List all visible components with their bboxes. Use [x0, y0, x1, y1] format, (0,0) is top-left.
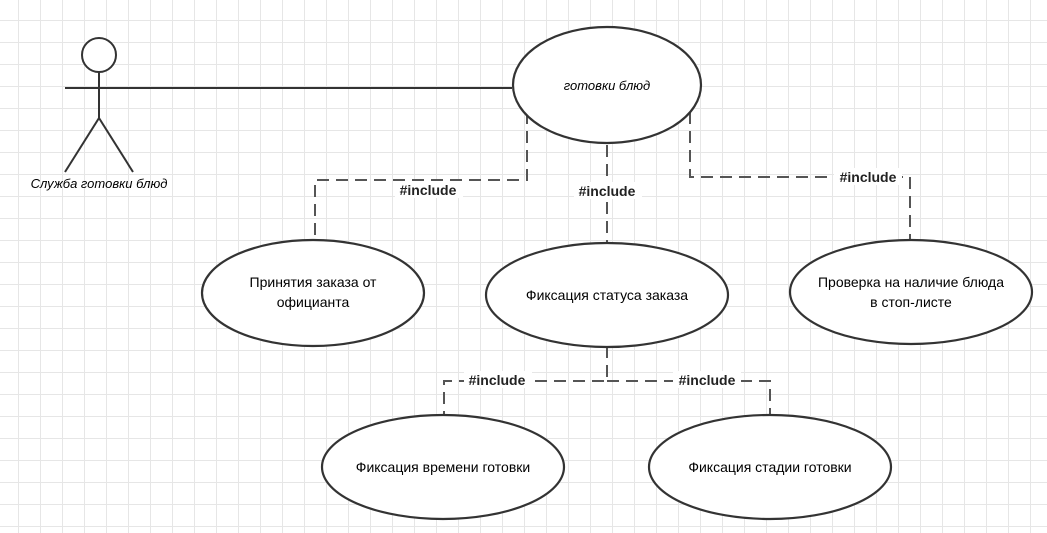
use-case-accept-order[interactable]: Принятия заказа от официанта	[200, 238, 426, 348]
use-case-stop-list-label-line1: Проверка на наличие блюда	[818, 274, 1004, 290]
include-label-status: #include	[579, 183, 636, 199]
use-case-accept-order-label-line1: Принятия заказа от	[250, 274, 378, 290]
actor-leg-left	[64, 117, 100, 173]
use-case-stage[interactable]: Фиксация стадии готовки	[647, 413, 893, 521]
use-case-main[interactable]: готовки блюд	[511, 25, 703, 145]
include-connector-stop-list	[689, 112, 911, 242]
include-connector-accept	[314, 112, 528, 243]
include-label-accept: #include	[400, 182, 457, 198]
actor[interactable]	[64, 37, 134, 173]
use-case-time-label: Фиксация времени готовки	[356, 459, 530, 475]
use-case-stage-label: Фиксация стадии готовки	[688, 459, 851, 475]
use-case-time[interactable]: Фиксация времени готовки	[320, 413, 566, 521]
actor-label: Служба готовки блюд	[31, 176, 168, 191]
actor-head	[81, 37, 117, 73]
use-case-status[interactable]: Фиксация статуса заказа	[484, 241, 730, 349]
include-label-time: #include	[469, 372, 526, 388]
include-label-stage: #include	[679, 372, 736, 388]
actor-leg-right	[98, 117, 134, 173]
include-label-stop-list: #include	[840, 169, 897, 185]
use-case-main-label: готовки блюд	[564, 78, 651, 93]
include-connector-stage	[607, 380, 771, 414]
use-case-stop-list-label-line2: в стоп-листе	[870, 294, 952, 310]
use-case-stop-list[interactable]: Проверка на наличие блюда в стоп-листе	[788, 238, 1034, 346]
use-case-status-label: Фиксация статуса заказа	[526, 287, 688, 303]
use-case-accept-order-label-line2: официанта	[277, 294, 350, 310]
